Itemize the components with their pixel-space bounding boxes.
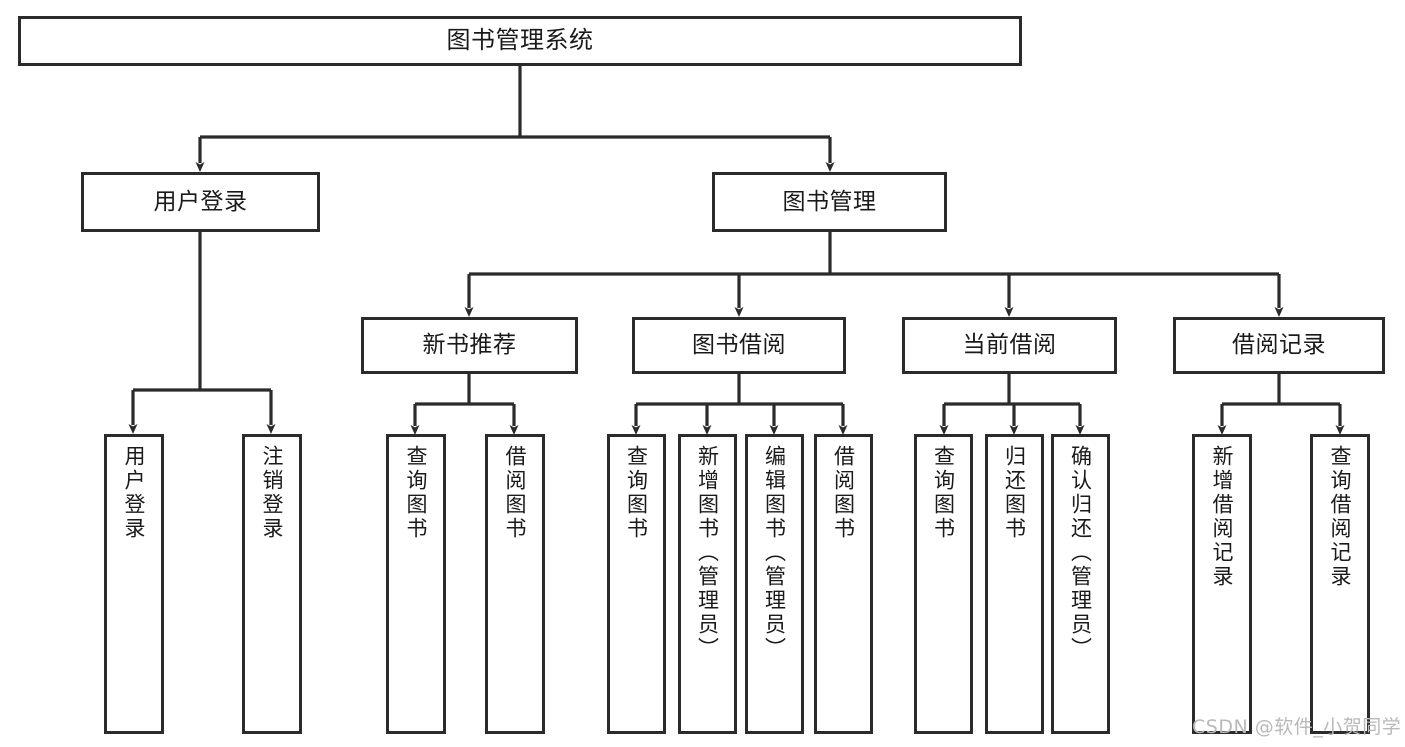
node-label: 归还图书 (1002, 445, 1027, 541)
node-root-system[interactable]: 图书管理系统 (18, 16, 1022, 66)
node-label: 查询借阅记录 (1328, 445, 1353, 589)
node-label: 借阅记录 (1232, 332, 1326, 359)
node-book-management[interactable]: 图书管理 (712, 172, 947, 232)
node-label: 新增图书（管理员） (695, 445, 720, 661)
leaf-borrow-book-recommend[interactable]: 借阅图书 (485, 434, 545, 734)
leaf-edit-book[interactable]: 编辑图书（管理员） (745, 434, 804, 734)
node-user-login[interactable]: 用户登录 (81, 172, 320, 232)
node-current-borrow[interactable]: 当前借阅 (902, 317, 1117, 374)
node-new-book-recommend[interactable]: 新书推荐 (361, 317, 578, 374)
node-label: 用户登录 (122, 445, 147, 541)
leaf-query-book-borrow[interactable]: 查询图书 (607, 434, 666, 734)
node-label: 新增借阅记录 (1210, 445, 1235, 589)
node-label: 查询图书 (624, 445, 649, 541)
leaf-query-book-current[interactable]: 查询图书 (914, 434, 973, 734)
leaf-confirm-return[interactable]: 确认归还（管理员） (1051, 434, 1110, 734)
leaf-query-book-recommend[interactable]: 查询图书 (386, 434, 446, 734)
node-book-borrow[interactable]: 图书借阅 (632, 317, 846, 374)
node-label: 借阅图书 (831, 445, 856, 541)
node-borrow-record[interactable]: 借阅记录 (1173, 317, 1385, 374)
node-label: 当前借阅 (962, 332, 1057, 359)
leaf-return-book[interactable]: 归还图书 (985, 434, 1044, 734)
leaf-add-borrow-record[interactable]: 新增借阅记录 (1192, 434, 1252, 734)
node-label: 图书管理 (782, 188, 877, 215)
node-label: 注销登录 (260, 445, 285, 541)
leaf-query-borrow-record[interactable]: 查询借阅记录 (1310, 434, 1370, 734)
node-label: 查询图书 (931, 445, 956, 541)
node-label: 新书推荐 (422, 332, 517, 359)
node-label: 查询图书 (404, 445, 429, 541)
node-label: 用户登录 (153, 188, 248, 215)
leaf-add-book[interactable]: 新增图书（管理员） (678, 434, 737, 734)
watermark: CSDN @软件_小贺同学 (1192, 716, 1402, 738)
leaf-user-login[interactable]: 用户登录 (104, 434, 164, 734)
node-label: 图书借阅 (692, 332, 786, 359)
node-label: 编辑图书（管理员） (762, 445, 787, 661)
node-label: 确认归还（管理员） (1068, 445, 1093, 661)
node-label: 图书管理系统 (446, 26, 594, 55)
leaf-logout[interactable]: 注销登录 (242, 434, 302, 734)
node-label: 借阅图书 (503, 445, 528, 541)
leaf-borrow-book[interactable]: 借阅图书 (814, 434, 873, 734)
